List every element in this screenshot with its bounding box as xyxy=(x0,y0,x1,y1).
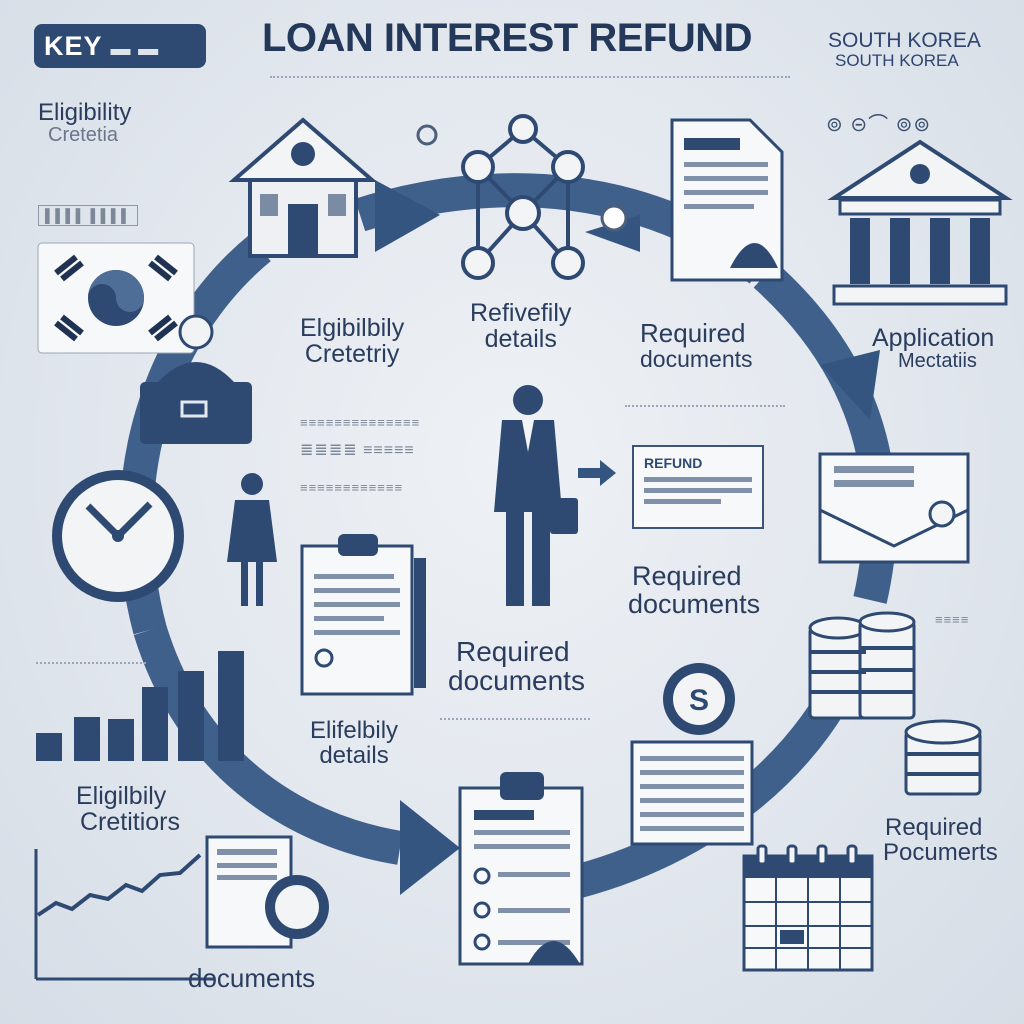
person-briefcase-icon xyxy=(140,314,252,444)
document-icon-top xyxy=(670,118,784,282)
document-magnifier-icon xyxy=(205,835,329,949)
flow-arrowhead-right xyxy=(820,350,880,420)
caption-3: ≡≡≡≡≡≡≡≡≡≡≡≡ xyxy=(300,480,404,495)
house-icon xyxy=(228,117,378,258)
envelope-icon xyxy=(818,452,970,564)
bank-icon xyxy=(827,139,1013,306)
calendar-icon xyxy=(742,844,874,972)
line-graph-icon xyxy=(34,849,215,981)
flow-arc-bottom-left xyxy=(133,624,403,865)
woman-icon xyxy=(227,473,277,606)
divider-line-1 xyxy=(625,405,785,407)
divider-line-3 xyxy=(36,662,146,664)
flow-arrowhead-left-pointing xyxy=(585,215,640,252)
country-label-2: SOUTH KOREA xyxy=(835,51,959,70)
coin-stack-small-icon xyxy=(904,719,982,796)
korean-flag-icon xyxy=(37,242,195,354)
caption-4: ≡≡≡≡ xyxy=(935,612,970,627)
small-icons-row: ⊚ ⊝⌒ ⊚⊚ xyxy=(826,114,932,136)
small-circle-icon xyxy=(416,124,438,146)
small-circle-icon-2 xyxy=(600,204,628,232)
country-label-1: SOUTH KOREA xyxy=(828,29,981,52)
coin-stack-icon xyxy=(808,611,916,720)
clipboard-icon xyxy=(300,534,426,696)
refund-card: REFUND xyxy=(632,445,764,529)
businessman-icon xyxy=(494,385,578,606)
small-arrow-icon xyxy=(578,460,616,486)
bar-chart-icon xyxy=(36,651,244,761)
checklist-clipboard-icon xyxy=(458,772,584,966)
subtitle-line xyxy=(270,76,790,78)
flow-arrowhead-bottom xyxy=(400,800,460,895)
label-documents-bottom: documents xyxy=(188,963,316,993)
document-stack-icon xyxy=(630,740,754,846)
key-badge: KEY ▬ ▬ xyxy=(34,24,206,68)
divider-line-2 xyxy=(440,718,590,720)
caption-2: ≣≣≣≣ ≡≡≡≡≡ xyxy=(300,442,415,459)
network-icon xyxy=(461,114,585,280)
label-eligibility-top: Eligibility Cretetia xyxy=(38,99,132,147)
page-title: LOAN INTEREST REFUND xyxy=(262,16,753,60)
svg-text:S: S xyxy=(689,684,709,717)
small-caption: ▌▌▌▌ ▌▌▌▌ xyxy=(38,205,139,226)
dollar-coin-icon: S xyxy=(663,663,735,735)
clock-icon xyxy=(52,470,184,602)
flow-arrowhead-top xyxy=(375,180,440,252)
caption-1: ≡≡≡≡≡≡≡≡≡≡≡≡≡≡ xyxy=(300,415,421,430)
